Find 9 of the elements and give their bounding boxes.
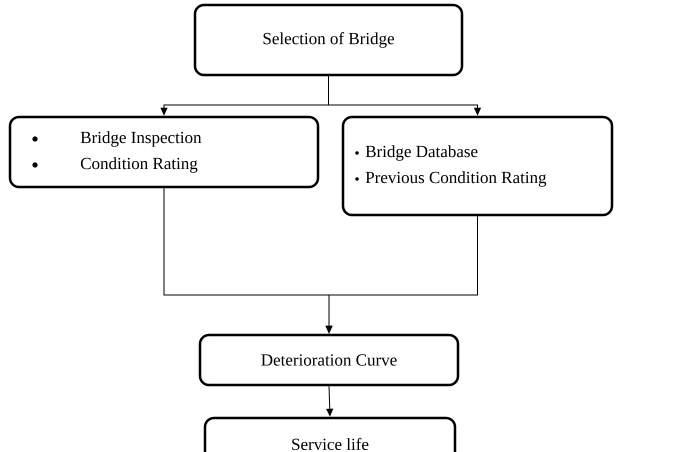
process-box — [342, 116, 614, 216]
process-box: Selection of Bridge — [194, 4, 464, 76]
list-item: Condition Rating — [80, 157, 198, 173]
process-box: Deterioration Curve — [198, 334, 460, 386]
process-box: Service life — [204, 416, 456, 452]
list-item: Previous Condition Rating — [366, 171, 546, 187]
list-item: Bridge Database — [366, 145, 478, 161]
process-box — [8, 116, 320, 188]
list-item: Bridge Inspection — [80, 131, 202, 147]
